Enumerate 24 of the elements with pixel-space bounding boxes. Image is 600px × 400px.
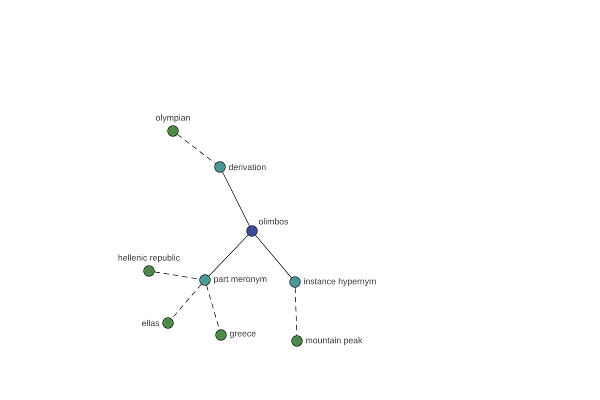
line [222, 172, 250, 226]
node-label: olympian [156, 114, 190, 122]
line [255, 234, 292, 278]
graph-node: olympian [156, 114, 190, 137]
graph-node: greece [215, 329, 256, 341]
graph-node: ellas [142, 317, 174, 329]
graph-node: mountain peak [291, 335, 362, 347]
dashed-line [294, 287, 298, 336]
graph-node: instance hypernym [289, 276, 376, 288]
line [208, 234, 248, 276]
dashed-line [177, 134, 216, 164]
graph-node: part meronym [199, 274, 266, 286]
graph-node: olimbos [246, 218, 288, 237]
node-label: olimbos [258, 218, 288, 224]
dashed-line [171, 284, 202, 320]
node-label: derivation [228, 164, 266, 170]
node-label: greece [230, 332, 256, 338]
node-label: hellenic republic [118, 254, 180, 262]
node-label: mountain peak [306, 336, 362, 346]
node-label: instance hypernym [304, 278, 376, 286]
node-label: ellas [142, 320, 160, 326]
node-label: part meronym [214, 276, 266, 284]
graph-node: hellenic republic [118, 254, 180, 277]
graph-node: derivation [214, 161, 266, 173]
